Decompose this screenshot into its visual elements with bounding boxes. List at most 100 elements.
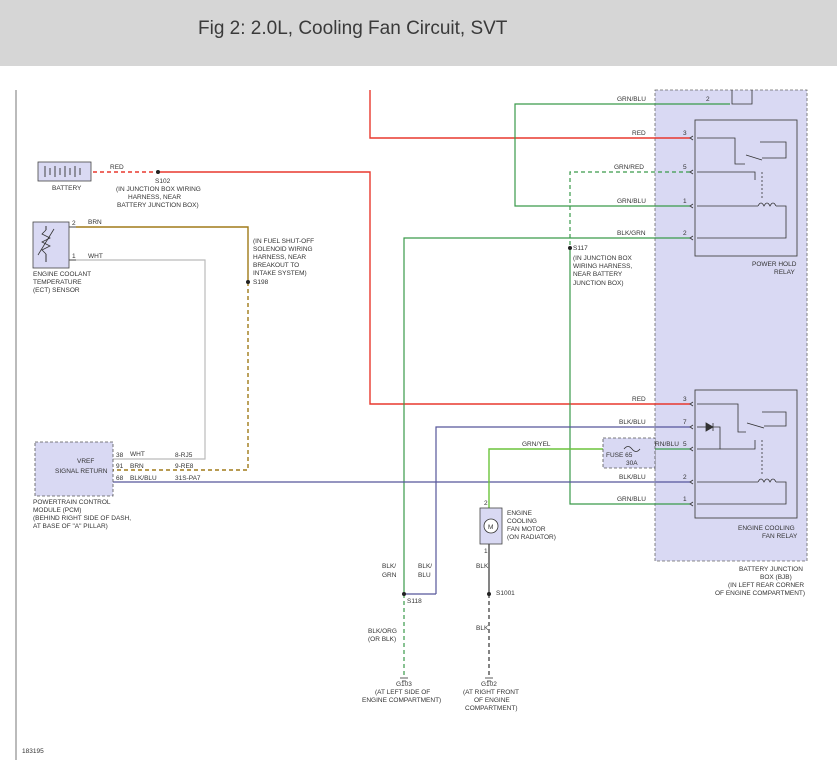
s118-splice <box>402 592 406 596</box>
grn-red-wire <box>569 171 690 248</box>
fan-relay-pins: 3 RED 7 BLK/BLU 5 GRN/BLU 2 BLK/BLU 1 GR… <box>617 396 687 503</box>
svg-text:ENGINE: ENGINE <box>507 510 533 517</box>
svg-text:BLK/BLU: BLK/BLU <box>619 419 646 426</box>
motor-symbol: M <box>488 524 493 531</box>
svg-text:7: 7 <box>683 419 687 426</box>
ect-pin-2: 2 <box>72 220 76 227</box>
s102-splice <box>156 170 160 174</box>
fan-motor-label: ENGINE COOLING FAN MOTOR (ON RADIATOR) <box>507 510 556 541</box>
svg-text:3: 3 <box>683 396 687 403</box>
svg-text:S198: S198 <box>253 279 269 286</box>
svg-text:HARNESS, NEAR: HARNESS, NEAR <box>253 254 306 261</box>
svg-text:NEAR BATTERY: NEAR BATTERY <box>573 271 623 278</box>
svg-text:5: 5 <box>683 164 687 171</box>
svg-text:OF ENGINE: OF ENGINE <box>474 697 510 704</box>
svg-text:(AT LEFT SIDE OF: (AT LEFT SIDE OF <box>375 689 430 696</box>
svg-text:OF ENGINE COMPARTMENT): OF ENGINE COMPARTMENT) <box>715 590 805 597</box>
svg-text:INTAKE SYSTEM): INTAKE SYSTEM) <box>253 270 307 277</box>
svg-text:FAN MOTOR: FAN MOTOR <box>507 526 546 533</box>
svg-text:ENGINE COOLING: ENGINE COOLING <box>738 525 795 532</box>
fuse-label: FUSE 65 <box>606 452 633 459</box>
svg-text:S102: S102 <box>155 178 171 185</box>
svg-text:3: 3 <box>683 130 687 137</box>
power-hold-relay-pins: 2 GRN/BLU 3 RED 5 GRN/RED 1 GRN/BLU 2 BL… <box>614 96 710 237</box>
svg-text:ENGINE COOLANT: ENGINE COOLANT <box>33 271 91 278</box>
svg-text:S118: S118 <box>407 598 422 605</box>
svg-text:COMPARTMENT): COMPARTMENT) <box>465 705 517 712</box>
svg-text:(IN FUEL SHUT-OFF: (IN FUEL SHUT-OFF <box>253 238 314 245</box>
ground-g102-symbol <box>485 677 493 682</box>
pcm-vref: VREF <box>77 458 94 465</box>
svg-text:2: 2 <box>706 96 710 103</box>
svg-text:GRN/RED: GRN/RED <box>614 164 644 171</box>
power-hold-relay-label: POWER HOLD RELAY <box>752 261 797 276</box>
svg-text:GRN/BLU: GRN/BLU <box>650 441 679 448</box>
svg-text:2: 2 <box>683 474 687 481</box>
svg-text:G102: G102 <box>481 681 497 688</box>
bjb-label: BATTERY JUNCTION BOX (BJB) (IN LEFT REAR… <box>715 566 805 597</box>
ect-sensor-symbol <box>32 221 76 269</box>
svg-text:G103: G103 <box>396 681 412 688</box>
svg-text:BATTERY JUNCTION: BATTERY JUNCTION <box>739 566 803 573</box>
figure-number: 183195 <box>22 748 44 755</box>
svg-text:BLU: BLU <box>418 572 431 579</box>
svg-text:MODULE (PCM): MODULE (PCM) <box>33 507 81 514</box>
grn-blu-wire-top <box>514 103 730 207</box>
svg-text:RED: RED <box>632 396 646 403</box>
svg-text:BLK/ORG: BLK/ORG <box>368 628 397 635</box>
svg-text:SOLENOID WIRING: SOLENOID WIRING <box>253 246 313 253</box>
svg-text:(IN JUNCTION BOX WIRING: (IN JUNCTION BOX WIRING <box>116 186 201 193</box>
svg-text:S1001: S1001 <box>496 590 515 597</box>
battery-label: BATTERY <box>52 185 82 192</box>
ground-wire-labels: BLK/ GRN BLK/ BLU BLK BLK BLK/ORG (OR BL… <box>368 563 515 643</box>
g102-label: G102 (AT RIGHT FRONT OF ENGINE COMPARTME… <box>463 681 519 712</box>
svg-text:POWERTRAIN CONTROL: POWERTRAIN CONTROL <box>33 499 111 506</box>
battery-symbol <box>37 161 92 182</box>
s117-note: S117 (IN JUNCTION BOX WIRING HARNESS, NE… <box>573 245 633 287</box>
pcm-label: POWERTRAIN CONTROL MODULE (PCM) (BEHIND … <box>33 499 131 530</box>
svg-text:JUNCTION BOX): JUNCTION BOX) <box>573 280 624 287</box>
svg-text:S117: S117 <box>573 245 588 252</box>
svg-text:(IN LEFT REAR CORNER: (IN LEFT REAR CORNER <box>728 582 804 589</box>
svg-text:BLK/BLU: BLK/BLU <box>619 474 646 481</box>
svg-text:WIRING HARNESS,: WIRING HARNESS, <box>573 263 632 270</box>
svg-text:(BEHIND RIGHT SIDE OF DASH,: (BEHIND RIGHT SIDE OF DASH, <box>33 515 131 522</box>
svg-text:BLK/BLU: BLK/BLU <box>130 475 157 482</box>
svg-text:BLK/: BLK/ <box>382 563 396 570</box>
svg-text:AT BASE OF "A" PILLAR): AT BASE OF "A" PILLAR) <box>33 523 108 530</box>
pcm-pin-rows: 38 WHT 8-RJ5 91 BRN 9-RE8 68 BLK/BLU 31S… <box>116 451 201 482</box>
ect-sensor-label: ENGINE COOLANT TEMPERATURE (ECT) SENSOR <box>33 271 91 294</box>
svg-text:(ON RADIATOR): (ON RADIATOR) <box>507 534 556 541</box>
s198-note: (IN FUEL SHUT-OFF SOLENOID WIRING HARNES… <box>253 238 314 286</box>
brn-wire <box>76 226 249 282</box>
grn-yel-wire <box>488 448 640 508</box>
svg-text:9-RE8: 9-RE8 <box>175 463 194 470</box>
page-title: Fig 2: 2.0L, Cooling Fan Circuit, SVT <box>198 18 508 39</box>
title-bar: Fig 2: 2.0L, Cooling Fan Circuit, SVT <box>0 0 837 66</box>
pcm-signal-return: SIGNAL RETURN <box>55 468 108 475</box>
svg-text:FAN RELAY: FAN RELAY <box>762 533 798 540</box>
red-wire-top <box>369 90 690 139</box>
svg-text:(AT RIGHT FRONT: (AT RIGHT FRONT <box>463 689 519 696</box>
svg-text:38: 38 <box>116 452 124 459</box>
s198-splice <box>246 280 250 284</box>
svg-text:(OR BLK): (OR BLK) <box>368 636 396 643</box>
blk-blu-wire-7 <box>435 426 690 594</box>
svg-text:8-RJ5: 8-RJ5 <box>175 452 193 459</box>
svg-text:31S-PA7: 31S-PA7 <box>175 475 201 482</box>
svg-text:BLK/GRN: BLK/GRN <box>617 230 646 237</box>
svg-text:1: 1 <box>683 496 687 503</box>
fan-relay-pin-markers <box>689 401 694 507</box>
g103-label: G103 (AT LEFT SIDE OF ENGINE COMPARTMENT… <box>362 681 441 704</box>
svg-text:COOLING: COOLING <box>507 518 537 525</box>
wht-wire <box>76 259 206 460</box>
power-hold-relay-internals <box>697 90 787 239</box>
svg-text:BRN: BRN <box>130 463 144 470</box>
svg-text:GRN/BLU: GRN/BLU <box>617 96 646 103</box>
ect-brn-label: BRN <box>88 219 102 226</box>
pcm-box <box>34 441 114 497</box>
ground-g103-symbol <box>400 677 408 682</box>
svg-text:BLK: BLK <box>476 563 489 570</box>
svg-text:GRN/BLU: GRN/BLU <box>617 496 646 503</box>
